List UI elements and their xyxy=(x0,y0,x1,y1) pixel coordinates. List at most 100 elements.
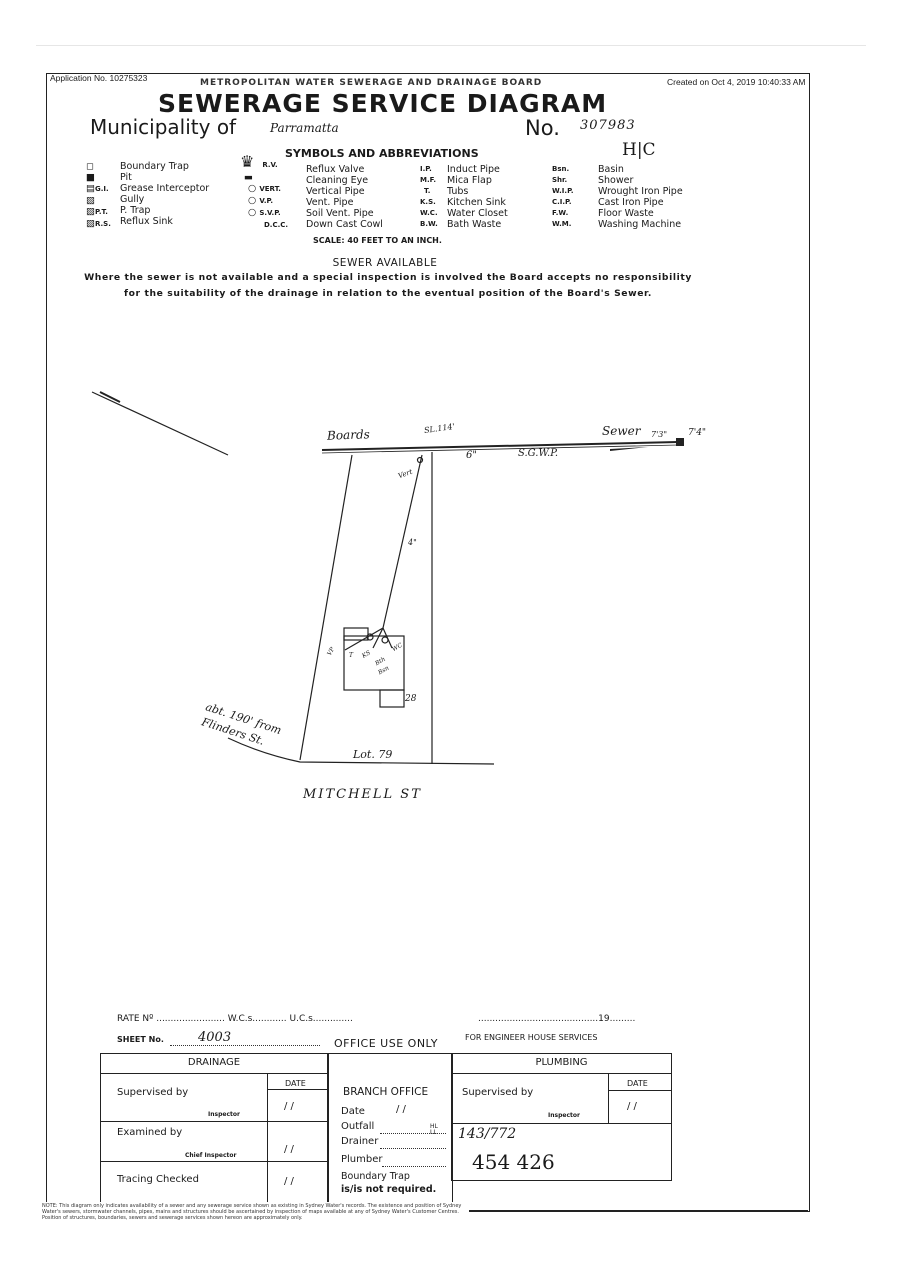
legend-abbr: W.C. xyxy=(420,209,438,217)
legend-item: Shower xyxy=(598,175,634,186)
handwritten-reference: 143/772 xyxy=(458,1126,517,1142)
notice-heading: SEWER AVAILABLE xyxy=(332,257,438,269)
sewer-label: Sewer xyxy=(602,424,641,438)
boundary-trap-line-1: Boundary Trap xyxy=(341,1171,410,1182)
inspector-label: Inspector xyxy=(208,1111,240,1118)
boundary-trap-line-2: is/is not required. xyxy=(341,1184,437,1195)
created-timestamp: Created on Oct 4, 2019 10:40:33 AM xyxy=(667,77,806,87)
reflux-valve-icon: ♛R.V. xyxy=(240,152,278,171)
municipality-value: Parramatta xyxy=(270,121,339,135)
legend-abbr: F.W. xyxy=(552,209,569,217)
lot-boundary-left xyxy=(299,454,353,761)
diagram-number-label: No. xyxy=(525,116,560,140)
board-name-cut: METROPOLITAN WATER SEWERAGE AND DRAINAGE… xyxy=(200,78,543,86)
plumbing-date-underline xyxy=(608,1090,672,1091)
legend-item: Soil Vent. Pipe xyxy=(306,208,374,219)
branch-date-label: Date xyxy=(341,1106,365,1117)
legend-item: Washing Machine xyxy=(598,219,682,230)
boards-label: Boards xyxy=(326,427,371,443)
legend-item: Gully xyxy=(120,194,145,205)
legend-item: Induct Pipe xyxy=(447,164,500,175)
street-edge-line xyxy=(91,391,229,456)
legend-col1-symbols: ◻ ■ ▤G.I. ▧ ▧P.T. ▧R.S. xyxy=(86,161,118,230)
scan-line xyxy=(36,45,866,46)
drainage-date-1: / / xyxy=(284,1101,294,1112)
legend-heading: SYMBOLS AND ABBREVIATIONS xyxy=(285,147,479,160)
legend-abbr: Bsn. xyxy=(552,165,570,173)
rate-line: RATE Nº ........................ W.C.s..… xyxy=(117,1014,353,1024)
legend-col2-names: Reflux Valve Cleaning Eye Vertical Pipe … xyxy=(306,164,383,230)
legend-item: P. Trap xyxy=(120,205,151,216)
house-step xyxy=(379,689,405,708)
vent-pipe-icon: ○ V.P. xyxy=(248,195,273,206)
legend-col4-abbr: Bsn. Shr. W.I.P. C.I.P. F.W. W.M. xyxy=(552,164,574,230)
drainage-date-divider xyxy=(267,1073,268,1205)
legend-item: Grease Interceptor xyxy=(120,183,210,194)
legend-col3-abbr: I.P. M.F. T. K.S. W.C. B.W. xyxy=(420,164,438,230)
legend-item: Boundary Trap xyxy=(120,161,189,172)
legend-item: Cast Iron Pipe xyxy=(598,197,664,208)
outfall-code: HL LL xyxy=(430,1123,438,1136)
lot-label: Lot. 79 xyxy=(353,748,393,761)
plumber-label: Plumber xyxy=(341,1154,383,1165)
drainage-sep-2 xyxy=(100,1161,328,1162)
tracing-checked-label: Tracing Checked xyxy=(117,1174,199,1185)
sewer-manhole-icon xyxy=(676,438,684,446)
legend-col4-names: Basin Shower Wrought Iron Pipe Cast Iron… xyxy=(598,164,683,230)
plumbing-sep xyxy=(451,1123,672,1124)
drain-size-label: 4" xyxy=(408,538,417,547)
plumbing-supervised-label: Supervised by xyxy=(462,1087,534,1098)
drainer-underline xyxy=(380,1148,446,1149)
legend-abbr: Shr. xyxy=(552,176,568,184)
drainage-heading: DRAINAGE xyxy=(187,1057,241,1068)
year-line: ........................................… xyxy=(478,1014,636,1024)
diagram-number: 307983 xyxy=(580,118,636,133)
legend-abbr: K.S. xyxy=(420,198,436,206)
plumbing-inspector-label: Inspector xyxy=(548,1112,580,1119)
drainer-label: Drainer xyxy=(341,1136,379,1147)
page-title: SEWERAGE SERVICE DIAGRAM xyxy=(158,89,608,118)
office-use-label: OFFICE USE ONLY xyxy=(334,1037,438,1050)
drainage-sep-1 xyxy=(100,1121,328,1122)
notice-line-2: for the suitability of the drainage in r… xyxy=(124,288,652,299)
pipe-material-label: S.G.W.P. xyxy=(518,448,559,459)
sewer-level-2: 7'4" xyxy=(688,428,707,438)
house-drain-pipe xyxy=(382,454,423,629)
examined-by-label: Examined by xyxy=(117,1127,183,1138)
plumbing-heading: PLUMBING xyxy=(535,1057,588,1068)
legend-abbr: I.P. xyxy=(420,165,432,173)
legend-item: Mica Flap xyxy=(447,175,492,186)
plumbing-date-label: DATE xyxy=(627,1079,648,1088)
drainage-date-2: / / xyxy=(284,1144,294,1155)
fixture-t: T xyxy=(349,652,354,659)
chief-inspector-label: Chief Inspector xyxy=(185,1152,237,1159)
supervised-by-label: Supervised by xyxy=(117,1087,189,1098)
pit-icon: ■ xyxy=(86,172,95,183)
legend-item: Bath Waste xyxy=(447,219,502,230)
legend-item: Floor Waste xyxy=(598,208,654,219)
legend-item: Pit xyxy=(120,172,132,183)
sewer-level-1: 7'3" xyxy=(651,430,668,439)
legend-col1-names: Boundary Trap Pit Grease Interceptor Gul… xyxy=(120,161,209,227)
plumbing-date-divider xyxy=(608,1073,609,1123)
engineer-label: FOR ENGINEER HOUSE SERVICES xyxy=(465,1033,598,1042)
drainage-date-3: / / xyxy=(284,1176,294,1187)
legend-abbr: W.M. xyxy=(552,220,572,228)
gully-icon: ▧ xyxy=(86,195,95,206)
house-outline xyxy=(343,635,405,691)
boundary-trap-icon: ◻ xyxy=(86,161,94,172)
drainage-date-underline xyxy=(267,1089,327,1090)
p-trap-icon: ▧P.T. xyxy=(86,206,108,217)
stamp-number: 454 426 xyxy=(472,1150,555,1174)
legend-item: Vent. Pipe xyxy=(306,197,354,208)
grease-interceptor-icon: ▤G.I. xyxy=(86,183,109,194)
street-curve xyxy=(227,737,495,765)
sheet-number-label: SHEET No. xyxy=(117,1035,164,1044)
pipe-size-label: 6" xyxy=(466,450,477,461)
legend-abbr: W.I.P. xyxy=(552,187,574,195)
legend-abbr: C.I.P. xyxy=(552,198,572,206)
handwritten-annotation: H|C xyxy=(622,140,656,160)
flow-arrow-icon xyxy=(610,447,648,451)
street-name: MITCHELL ST xyxy=(303,787,422,802)
